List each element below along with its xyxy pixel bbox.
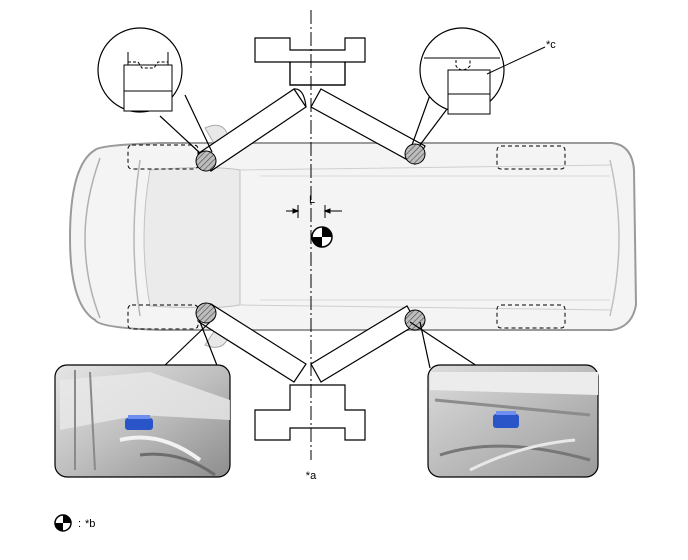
callout-b-label: *b: [85, 518, 95, 530]
legend-center-of-gravity-icon: [54, 514, 72, 532]
lift-platform-bottom: [254, 384, 366, 441]
lift-platform-top: [254, 37, 366, 86]
vehicle-body: [68, 124, 638, 348]
detail-circle-rear-left: [411, 27, 546, 146]
dimension-l-label: L: [309, 194, 315, 206]
detail-circle-front-left: [97, 27, 213, 154]
center-of-gravity-icon: [311, 226, 333, 248]
legend-separator: :: [78, 518, 81, 530]
photo-inset-front-right: [54, 321, 231, 478]
lift-point-hatch-icon: [195, 143, 426, 331]
callout-c-label: *c: [546, 39, 556, 51]
dimension-l: [286, 205, 342, 218]
lift-zone-boxes: [127, 144, 566, 330]
callout-a-label: *a: [306, 470, 317, 482]
photo-inset-rear-right: [409, 321, 599, 478]
